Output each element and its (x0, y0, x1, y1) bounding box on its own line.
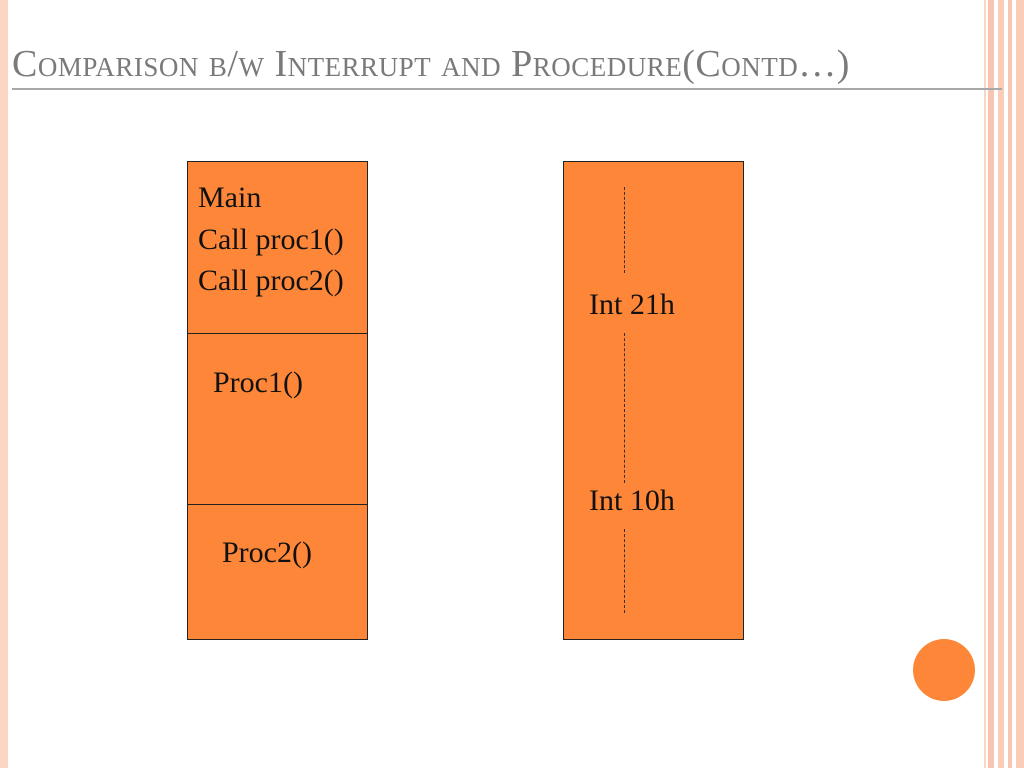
flow-dashed-line-bottom (624, 529, 625, 613)
slide-title: Comparison b/w Interrupt and Procedure(C… (12, 43, 850, 85)
main-section (188, 162, 367, 334)
proc2-section (188, 505, 367, 641)
call-proc2-label: Call proc2() (198, 264, 344, 297)
right-decorative-stripes (976, 0, 1024, 768)
proc1-section (188, 334, 367, 505)
int-10h-label: Int 10h (589, 484, 675, 517)
proc1-label: Proc1() (213, 366, 303, 399)
left-decorative-stripe (0, 0, 8, 768)
flow-dashed-line-middle (624, 333, 625, 483)
main-label: Main (198, 181, 262, 214)
decorative-circle (913, 639, 975, 701)
int-21h-label: Int 21h (589, 288, 675, 321)
interrupt-memory-box (563, 161, 744, 640)
procedure-memory-box (187, 161, 368, 640)
call-proc1-label: Call proc1() (198, 223, 344, 256)
title-underline (12, 88, 1002, 90)
flow-dashed-line-top (624, 187, 625, 273)
proc2-label: Proc2() (222, 536, 312, 569)
